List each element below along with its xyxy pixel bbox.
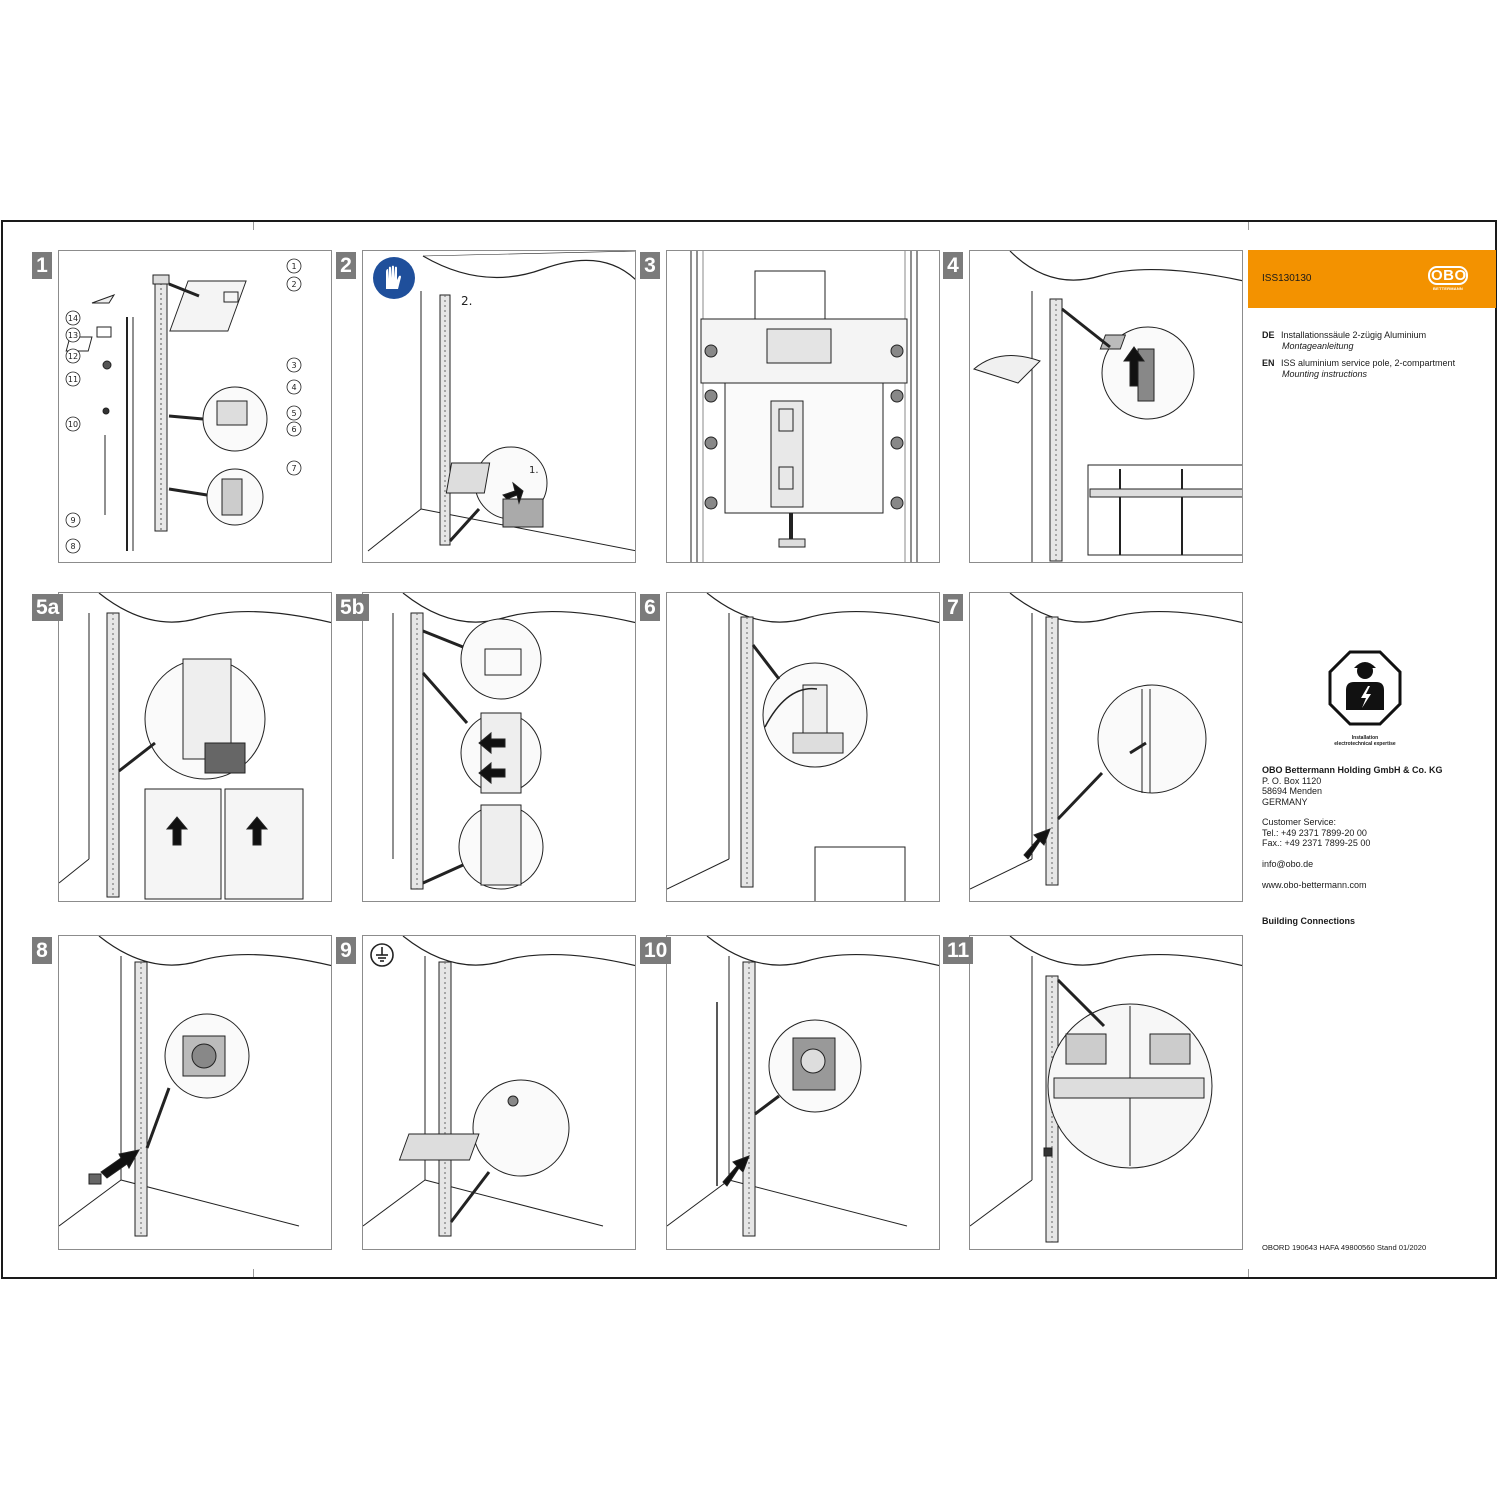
part-label: 8: [70, 542, 75, 551]
part-label: 5: [291, 409, 296, 418]
step-11-panel: [969, 935, 1243, 1250]
step-number-badge: 9: [336, 937, 356, 964]
service-tel: Tel.: +49 2371 7899-20 00: [1262, 827, 1367, 838]
step-number-badge: 7: [943, 594, 963, 621]
part-label: 6: [291, 425, 296, 434]
email-link[interactable]: info@obo.de: [1262, 859, 1314, 869]
company-country: GERMANY: [1262, 796, 1308, 807]
step-9-illustration: [363, 936, 635, 1237]
obo-logo: OBO BETTERMANN: [1428, 266, 1468, 291]
part-label: 9: [70, 516, 75, 525]
step-3-panel: [666, 250, 940, 563]
protective-gloves-icon: [373, 257, 415, 299]
logo-text: OBO: [1428, 266, 1468, 285]
step-number-badge: 3: [640, 252, 660, 279]
step-2-annotation: 2.: [461, 294, 472, 308]
service-label: Customer Service:: [1262, 817, 1337, 827]
part-label: 12: [68, 352, 78, 361]
step-9-panel: [362, 935, 636, 1250]
part-label: 13: [68, 331, 78, 340]
step-10-panel: [666, 935, 940, 1250]
step-5b-panel: [362, 592, 636, 902]
company-city: 58694 Menden: [1262, 786, 1323, 797]
step-8-panel: [58, 935, 332, 1250]
company-po-box: P. O. Box 1120: [1262, 775, 1322, 786]
step-6-illustration: [667, 593, 939, 901]
step-5a-illustration: [59, 593, 331, 900]
part-label: 3: [291, 361, 296, 370]
step-2-panel: 2. 1.: [362, 250, 636, 563]
service-fax: Fax.: +49 2371 7899-25 00: [1262, 838, 1371, 849]
step-number-badge: 10: [640, 937, 672, 964]
part-label: 14: [68, 314, 78, 323]
step-4-illustration: [972, 251, 1242, 562]
step-number-badge: 6: [640, 594, 660, 621]
website-link[interactable]: www.obo-bettermann.com: [1262, 880, 1367, 890]
step-2-illustration: 2. 1.: [367, 251, 635, 552]
step-5a-panel: [58, 592, 332, 902]
brand-header: ISS130130 OBO BETTERMANN: [1248, 250, 1496, 308]
crop-mark: [253, 1269, 254, 1277]
step-1-panel: 1 2 3 4 5 6 7 8 9 10 11 12 13 14: [58, 250, 332, 563]
part-label: 10: [68, 420, 78, 429]
part-label: 4: [291, 383, 296, 392]
step-5b-illustration: [392, 593, 635, 890]
crop-mark: [253, 222, 254, 230]
step-number-badge: 8: [32, 937, 52, 964]
crop-mark: [1248, 1269, 1249, 1277]
crop-mark: [1248, 222, 1249, 230]
part-label: 2: [291, 280, 296, 289]
language-block-en: EN ISS aluminium service pole, 2-compartm…: [1262, 358, 1455, 380]
step-number-badge: 11: [943, 937, 974, 964]
step-1-illustration: 1 2 3 4 5 6 7 8 9 10 11 12 13 14: [65, 258, 302, 554]
language-subtitle: Mounting instructions: [1282, 369, 1368, 379]
earth-ground-icon: [369, 942, 395, 968]
language-code: EN: [1262, 358, 1275, 368]
step-11-illustration: [970, 936, 1242, 1243]
step-10-illustration: [667, 936, 939, 1237]
part-label: 1: [291, 262, 296, 271]
installer-electrician-icon: Installation electrotechnical expertise: [1324, 648, 1406, 747]
step-number-badge: 4: [943, 252, 963, 279]
step-number-badge: 5b: [336, 594, 369, 621]
step-6-panel: [666, 592, 940, 902]
step-3-illustration: [690, 251, 918, 562]
step-4-panel: [969, 250, 1243, 563]
step-number-badge: 2: [336, 252, 356, 279]
safety-caption: Installation: [1351, 735, 1379, 741]
language-code: DE: [1262, 330, 1275, 340]
document-footer: OBORD 190643 HAFA 49800560 Stand 01/2020: [1262, 1243, 1427, 1252]
document-code: ISS130130: [1262, 273, 1312, 284]
logo-subtext: BETTERMANN: [1433, 286, 1463, 291]
step-2-annotation: 1.: [529, 465, 539, 476]
part-label: 7: [291, 464, 296, 473]
step-8-illustration: [59, 936, 331, 1237]
safety-caption: electrotechnical expertise: [1334, 741, 1396, 747]
language-title: ISS aluminium service pole, 2-compartmen…: [1281, 358, 1456, 368]
customer-service: Customer Service: Tel.: +49 2371 7899-20…: [1262, 817, 1370, 849]
language-title: Installationssäule 2-zügig Aluminium: [1281, 330, 1427, 340]
step-number-badge: 1: [32, 252, 52, 279]
company-address: OBO Bettermann Holding GmbH & Co. KG P. …: [1262, 765, 1443, 807]
language-block-de: DE Installationssäule 2-zügig Aluminium M…: [1262, 330, 1426, 352]
step-7-panel: [969, 592, 1243, 902]
division-name: Building Connections: [1262, 916, 1355, 926]
part-label: 11: [68, 375, 78, 384]
language-subtitle: Montageanleitung: [1282, 341, 1354, 351]
step-number-badge: 5a: [32, 594, 64, 621]
step-7-illustration: [970, 593, 1242, 890]
company-name: OBO Bettermann Holding GmbH & Co. KG: [1262, 765, 1443, 775]
